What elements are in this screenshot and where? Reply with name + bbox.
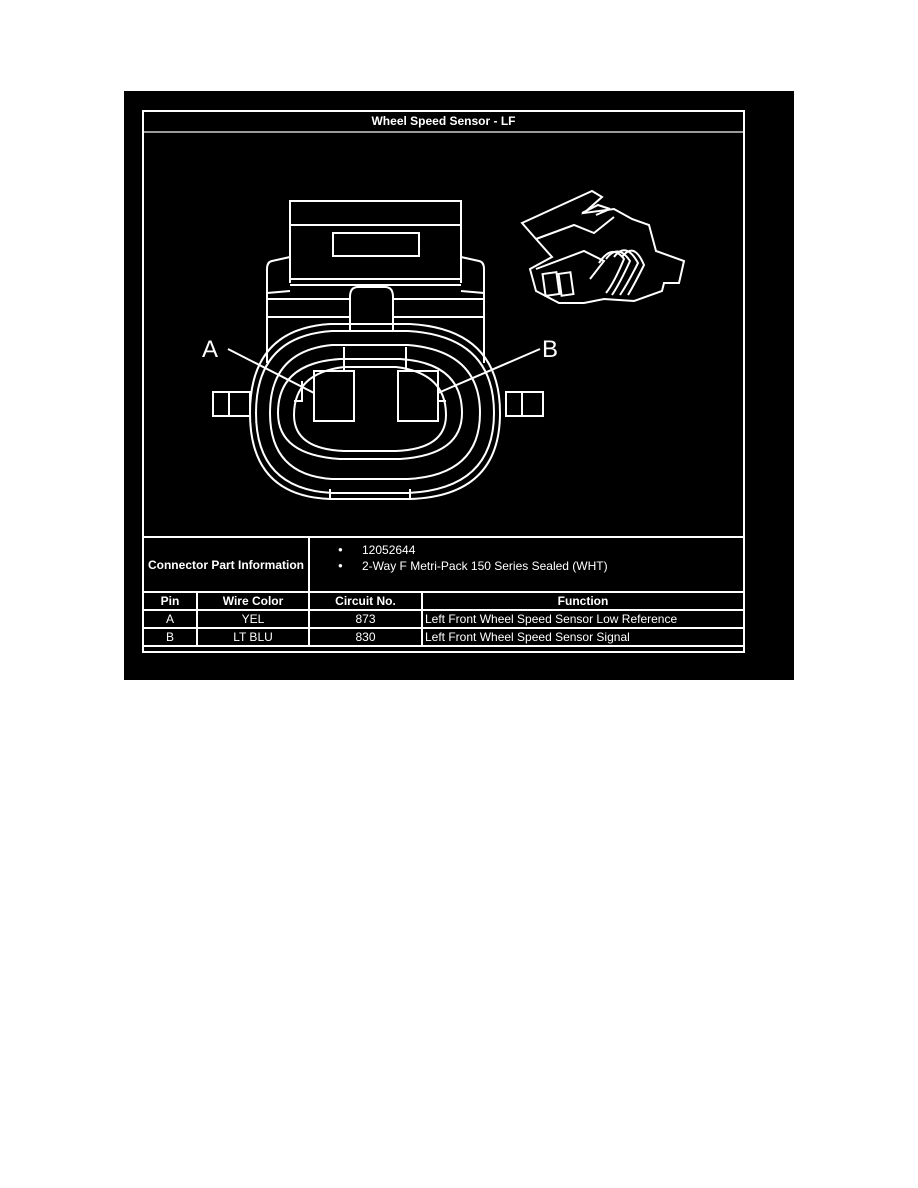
pin-a-label: A <box>202 336 218 363</box>
table-row: A YEL 873 Left Front Wheel Speed Sensor … <box>142 609 745 629</box>
diagram-cell: A B <box>144 133 743 536</box>
function-cell: Left Front Wheel Speed Sensor Signal <box>421 627 745 647</box>
pin-information-table: Connector Part Information 12052644 2-Wa… <box>142 536 745 647</box>
connector-info-list: 12052644 2-Way F Metri-Pack 150 Series S… <box>312 542 741 574</box>
header-circuit-no: Circuit No. <box>308 591 423 611</box>
connector-description: 2-Way F Metri-Pack 150 Series Sealed (WH… <box>338 558 741 574</box>
pin-b-terminal <box>397 370 439 422</box>
connector-info-label: Connector Part Information <box>142 536 310 593</box>
part-number: 12052644 <box>338 542 741 558</box>
pin-cell: A <box>142 609 198 629</box>
pin-b-label: B <box>542 336 558 363</box>
header-function: Function <box>421 591 745 611</box>
connector-table-frame: Wheel Speed Sensor - LF <box>142 110 745 653</box>
header-pin: Pin <box>142 591 198 611</box>
wire-color-cell: LT BLU <box>196 627 310 647</box>
function-cell: Left Front Wheel Speed Sensor Low Refere… <box>421 609 745 629</box>
connector-diagram-panel: Wheel Speed Sensor - LF <box>124 91 794 680</box>
diagram-title: Wheel Speed Sensor - LF <box>144 112 743 133</box>
connector-isometric-view-icon <box>520 189 686 304</box>
circuit-cell: 830 <box>308 627 423 647</box>
wire-color-cell: YEL <box>196 609 310 629</box>
table-row: B LT BLU 830 Left Front Wheel Speed Sens… <box>142 627 745 647</box>
circuit-cell: 873 <box>308 609 423 629</box>
pin-cell: B <box>142 627 198 647</box>
connector-info-row: Connector Part Information 12052644 2-Wa… <box>142 536 745 593</box>
table-header-row: Pin Wire Color Circuit No. Function <box>142 591 745 611</box>
connector-face-view-icon: A B <box>202 189 686 500</box>
header-wire-color: Wire Color <box>196 591 310 611</box>
pin-a-terminal <box>313 370 355 422</box>
